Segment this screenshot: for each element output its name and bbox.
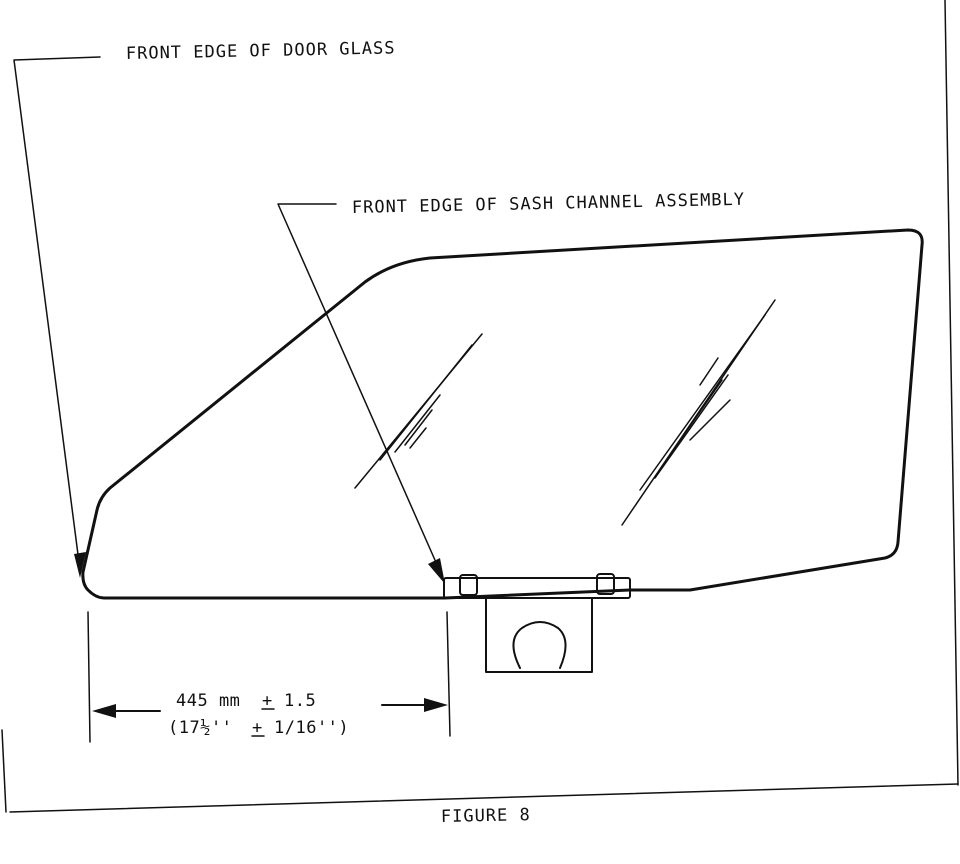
glass-reflection-left	[354, 333, 483, 489]
door-glass-outline	[81, 228, 924, 600]
dimension-metric: 445 mm	[176, 691, 240, 711]
figure-caption: FIGURE 8	[441, 805, 531, 827]
leader-door-glass	[13, 56, 101, 578]
label-front-edge-door-glass: FRONT EDGE OF DOOR GLASS	[126, 38, 396, 64]
border-right	[944, 0, 959, 786]
border-bottom	[9, 783, 959, 813]
dimension-arrow-right	[381, 698, 448, 712]
sash-channel-assembly	[443, 573, 631, 673]
glass-reflection-right	[621, 299, 776, 526]
dimension-imperial-tol: 1/16'')	[274, 718, 349, 738]
label-front-edge-sash-channel: FRONT EDGE OF SASH CHANNEL ASSEMBLY	[352, 190, 746, 218]
dimension-imperial: (17½''	[168, 718, 232, 738]
dimension-arrow-left	[92, 704, 161, 718]
extension-line-right	[446, 611, 451, 737]
dimension-plus-minus-2: +	[252, 718, 263, 738]
dimension-plus-minus-1: +	[262, 691, 273, 711]
dimension-metric-tol: 1.5	[284, 691, 316, 711]
leader-sash-channel	[277, 203, 445, 584]
extension-line-left	[87, 611, 91, 743]
border-left	[1, 729, 7, 813]
